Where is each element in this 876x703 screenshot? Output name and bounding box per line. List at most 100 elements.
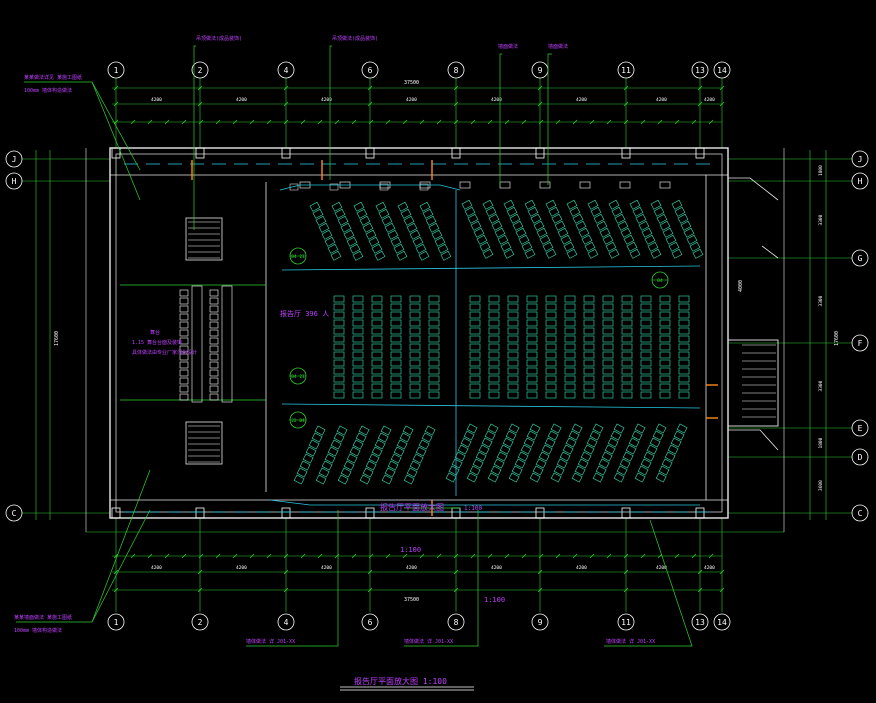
seat-upper-right bbox=[617, 220, 629, 231]
dim-tick bbox=[555, 553, 561, 559]
leader-lines bbox=[16, 45, 693, 647]
dim-tick bbox=[232, 119, 238, 125]
inner-wall bbox=[115, 153, 723, 513]
column-top bbox=[195, 147, 205, 159]
seat-upper-right bbox=[479, 241, 491, 252]
dim-tick bbox=[623, 101, 629, 107]
seat-lower-right bbox=[604, 444, 616, 455]
seat-upper-left bbox=[352, 250, 364, 261]
dim-top-bay: 4200 bbox=[236, 97, 247, 103]
axis-bubble-right-label: H bbox=[858, 177, 863, 186]
seat-center-right bbox=[640, 383, 652, 391]
seat-lower-left bbox=[299, 460, 311, 471]
seat-center-right bbox=[659, 327, 671, 335]
seat-lower-right bbox=[535, 458, 547, 469]
aisle-upper bbox=[281, 265, 701, 271]
window-sill bbox=[379, 183, 389, 191]
dim-right-segment: 1800 bbox=[818, 165, 824, 176]
seating-area bbox=[293, 199, 704, 485]
left-overall-dim: 17600 bbox=[54, 331, 60, 346]
seat-upper-right bbox=[512, 220, 524, 231]
side-note-dim: 4000 bbox=[738, 280, 744, 292]
dim-tick bbox=[537, 569, 543, 575]
axis-bubble-bottom bbox=[361, 613, 379, 631]
seat-center-left bbox=[333, 303, 345, 311]
seat-upper-right bbox=[536, 227, 548, 238]
seat-center-right bbox=[469, 343, 481, 351]
seat-center-right bbox=[678, 375, 690, 383]
seat-center-right bbox=[583, 351, 595, 359]
seat-center-left bbox=[409, 359, 421, 367]
seat-center-left bbox=[409, 375, 421, 383]
seat-upper-right bbox=[677, 213, 689, 224]
seat-upper-left bbox=[406, 222, 418, 233]
seat-center-right bbox=[545, 351, 557, 359]
dim-tick bbox=[504, 553, 510, 559]
seat-upper-right bbox=[647, 241, 659, 252]
stage-seat bbox=[209, 337, 219, 345]
axis-bubble-left bbox=[5, 172, 23, 190]
stage-seat bbox=[179, 305, 189, 313]
seat-center-right bbox=[602, 367, 614, 375]
axis-bubble-left bbox=[5, 150, 23, 168]
seat-lower-right bbox=[499, 444, 511, 455]
axis-bubble-top bbox=[107, 61, 125, 79]
stage-note-2: 1.15 舞台台面及装饰 bbox=[132, 339, 182, 346]
seat-center-right bbox=[545, 295, 557, 303]
stage-seating bbox=[179, 285, 233, 403]
dim-tick bbox=[537, 587, 543, 593]
dim-tick bbox=[197, 101, 203, 107]
seat-upper-left bbox=[431, 229, 443, 240]
seat-center-right bbox=[488, 391, 500, 399]
seat-upper-right bbox=[626, 241, 638, 252]
seat-upper-right bbox=[491, 220, 503, 231]
seat-center-left bbox=[333, 391, 345, 399]
dim-tick bbox=[215, 119, 221, 125]
dim-tick bbox=[453, 587, 459, 593]
dim-tick bbox=[691, 119, 697, 125]
seat-center-left bbox=[371, 303, 383, 311]
seat-upper-right bbox=[533, 220, 545, 231]
seat-upper-left bbox=[312, 208, 324, 219]
seat-upper-left bbox=[390, 236, 402, 247]
seat-upper-right bbox=[470, 220, 482, 231]
seat-center-right bbox=[621, 319, 633, 327]
seat-lower-right bbox=[634, 472, 646, 483]
dim-tick bbox=[283, 587, 289, 593]
axis-bubble-top bbox=[713, 61, 731, 79]
column-top bbox=[111, 147, 121, 159]
seat-lower-right bbox=[607, 437, 619, 448]
seat-center-right bbox=[583, 327, 595, 335]
dim-top-bay: 4200 bbox=[406, 97, 417, 103]
seat-lower-right bbox=[481, 437, 493, 448]
seat-lower-right bbox=[508, 472, 520, 483]
leader-bottom-2 bbox=[404, 510, 479, 647]
seat-center-right bbox=[602, 303, 614, 311]
seat-lower-right bbox=[445, 472, 457, 483]
seat-upper-right bbox=[686, 234, 698, 245]
seat-center-right bbox=[507, 343, 519, 351]
area-label: 报告厅 396 人 bbox=[280, 309, 329, 318]
seat-lower-right bbox=[448, 465, 460, 476]
callout-top-2: 吊顶做法(成品装饰) bbox=[332, 35, 378, 42]
seat-center-left bbox=[428, 327, 440, 335]
seat-center-left bbox=[409, 367, 421, 375]
seat-lower-right bbox=[550, 423, 562, 434]
seat-center-right bbox=[678, 367, 690, 375]
door-marks bbox=[191, 160, 718, 516]
seat-lower-right bbox=[454, 451, 466, 462]
seat-upper-right bbox=[476, 234, 488, 245]
seat-lower-left bbox=[390, 453, 402, 464]
seat-upper-right bbox=[665, 234, 677, 245]
seat-lower-right bbox=[469, 465, 481, 476]
dim-tick bbox=[283, 119, 289, 125]
seat-upper-right bbox=[605, 241, 617, 252]
dim-tick bbox=[351, 553, 357, 559]
seat-upper-right bbox=[656, 213, 668, 224]
stage-note-1: 舞台 bbox=[150, 329, 160, 336]
seat-upper-right bbox=[545, 199, 557, 210]
stage-seat bbox=[209, 393, 219, 401]
seat-center-left bbox=[390, 343, 402, 351]
seat-center-right bbox=[621, 335, 633, 343]
